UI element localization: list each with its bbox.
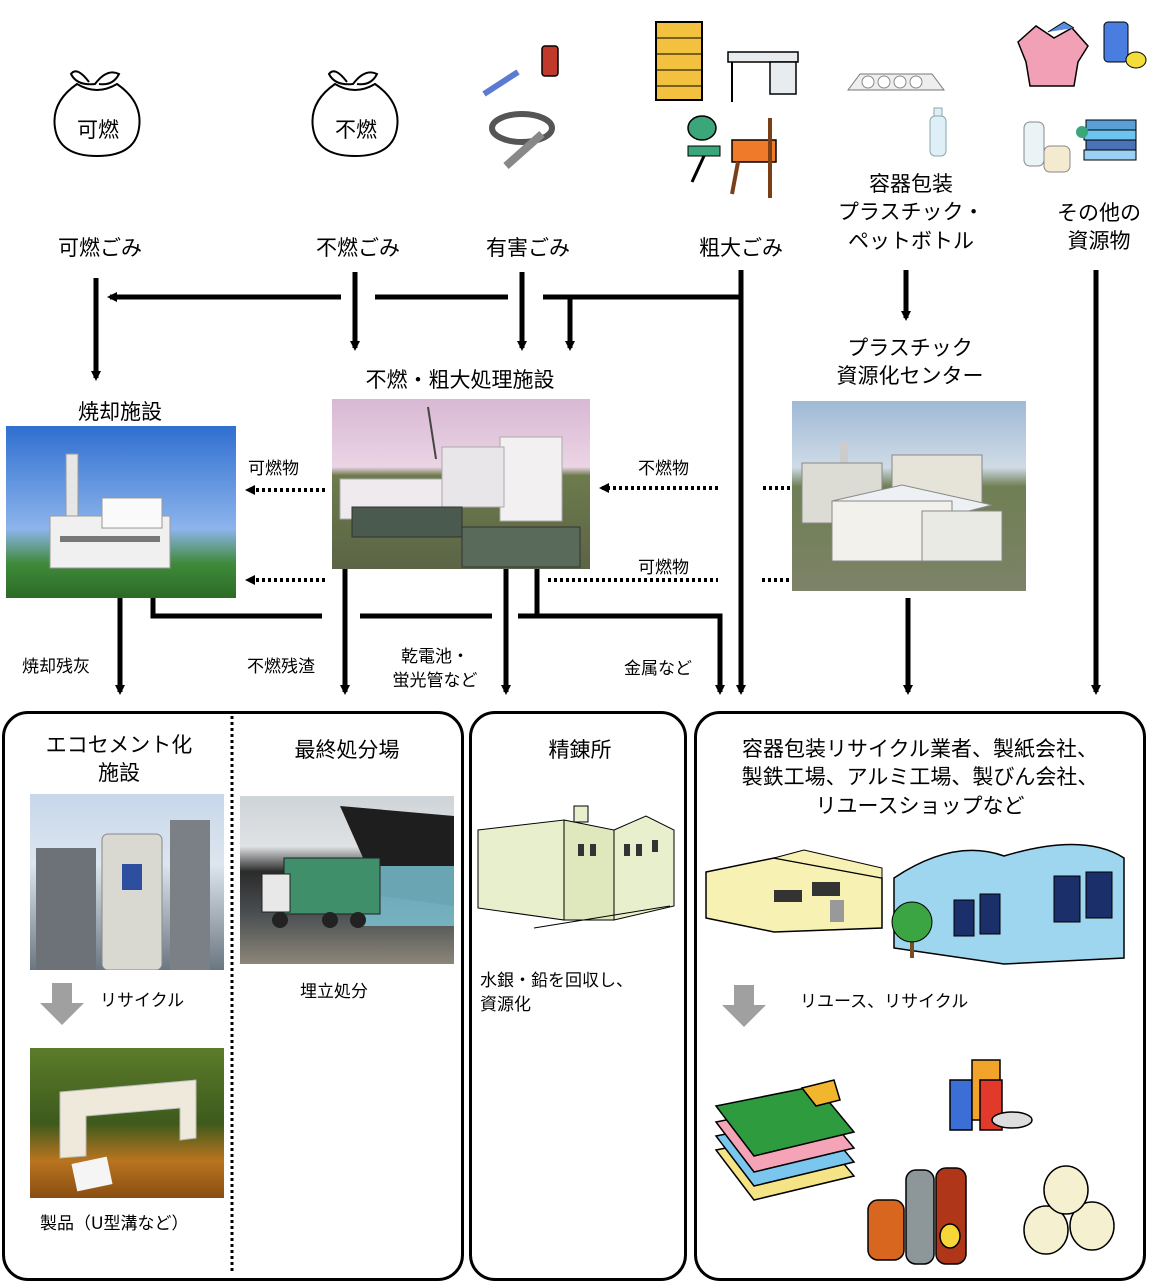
plastic-center-photo — [792, 401, 1026, 591]
burnable-bag-icon — [53, 70, 141, 158]
source-burnable: 可燃ごみ — [58, 236, 142, 260]
recycle-arrow-icon-left — [40, 983, 84, 1025]
ecocement-title: エコセメント化 施設 — [14, 731, 224, 788]
egg-tray-bottle-icon — [847, 73, 947, 157]
recyclers-title-line2: 製鉄工場、アルミ工場、製びん会社、 — [741, 765, 1099, 790]
landfill-title: 最終処分場 — [294, 738, 400, 762]
recyclers-reuse-label: リユース、リサイクル — [800, 992, 969, 1012]
source-plastic-line2: プラスチック・ — [837, 200, 985, 225]
flow-ash: 焼却残灰 — [22, 657, 90, 677]
recyclers-title-line1: 容器包装リサイクル業者、製紙会社、 — [742, 737, 1098, 761]
furniture-icon — [655, 21, 799, 198]
hazardous-items-icon — [482, 45, 559, 169]
refinery-title: 精錬所 — [548, 738, 612, 762]
source-plastic: 容器包装 プラスチック・ ペットボトル — [826, 170, 996, 255]
clothes-cans-books-icon — [1017, 21, 1147, 173]
recyclers-title-line3: リユースショップなど — [815, 793, 1025, 818]
facility-plastic-center-line1: プラスチック — [847, 336, 973, 360]
refinery-building-icon — [477, 805, 675, 929]
source-nonburnable: 不燃ごみ — [316, 236, 400, 260]
flow-burnables-1: 可燃物 — [248, 459, 299, 479]
facility-nonburnable-plant-label: 不燃・粗大処理施設 — [365, 368, 555, 392]
recycled-products-icon — [714, 1059, 1115, 1265]
factory-buildings-icon — [705, 843, 1125, 965]
facility-plastic-center-line2: 資源化センター — [836, 364, 984, 389]
recyclers-title: 容器包装リサイクル業者、製紙会社、 製鉄工場、アルミ工場、製びん会社、 リユース… — [704, 735, 1136, 820]
flow-batteries-line1: 乾電池・ — [401, 647, 469, 667]
flow-nonburnables: 不燃物 — [638, 459, 689, 479]
source-other-line1: その他の — [1057, 201, 1141, 225]
refinery-note: 水銀・鉛を回収し、 資源化 — [480, 970, 633, 1018]
source-plastic-line1: 容器包装 — [869, 172, 953, 196]
nonburnable-plant-photo — [332, 399, 590, 569]
source-other-line2: 資源物 — [1067, 229, 1131, 254]
refinery-note-line2: 資源化 — [480, 994, 531, 1015]
incinerator-photo — [6, 426, 236, 598]
ecocement-title-line2: 施設 — [98, 761, 140, 786]
refinery-note-line1: 水銀・鉛を回収し、 — [480, 971, 633, 991]
source-other: その他の 資源物 — [1046, 199, 1152, 256]
landfill-note: 埋立処分 — [300, 982, 368, 1002]
ecocement-product-label: 製品（U型溝など） — [40, 1214, 189, 1234]
source-hazardous: 有害ごみ — [486, 236, 570, 260]
landfill-photo — [240, 796, 454, 964]
ecocement-recycle-label: リサイクル — [100, 991, 185, 1011]
flow-residue: 不燃残渣 — [247, 657, 315, 677]
facility-incinerator-label: 焼却施設 — [78, 400, 162, 424]
ecocement-title-line1: エコセメント化 — [45, 733, 193, 757]
recycle-arrow-icon-right — [722, 985, 766, 1027]
flow-metals: 金属など — [624, 659, 692, 679]
nonburnable-bag-label: 不燃 — [335, 118, 377, 142]
u-gutter-product-photo — [30, 1048, 224, 1198]
burnable-bag-label: 可燃 — [77, 118, 119, 142]
source-plastic-line3: ペットボトル — [848, 228, 974, 253]
facility-plastic-center-label: プラスチック 資源化センター — [800, 334, 1020, 391]
flow-burnables-2: 可燃物 — [638, 558, 689, 578]
flow-batteries-line2: 蛍光管など — [392, 670, 478, 691]
nonburnable-bag-icon — [311, 70, 399, 158]
ecocement-photo — [30, 794, 224, 970]
flow-batteries: 乾電池・ 蛍光管など — [378, 646, 492, 694]
source-oversized: 粗大ごみ — [699, 236, 783, 260]
